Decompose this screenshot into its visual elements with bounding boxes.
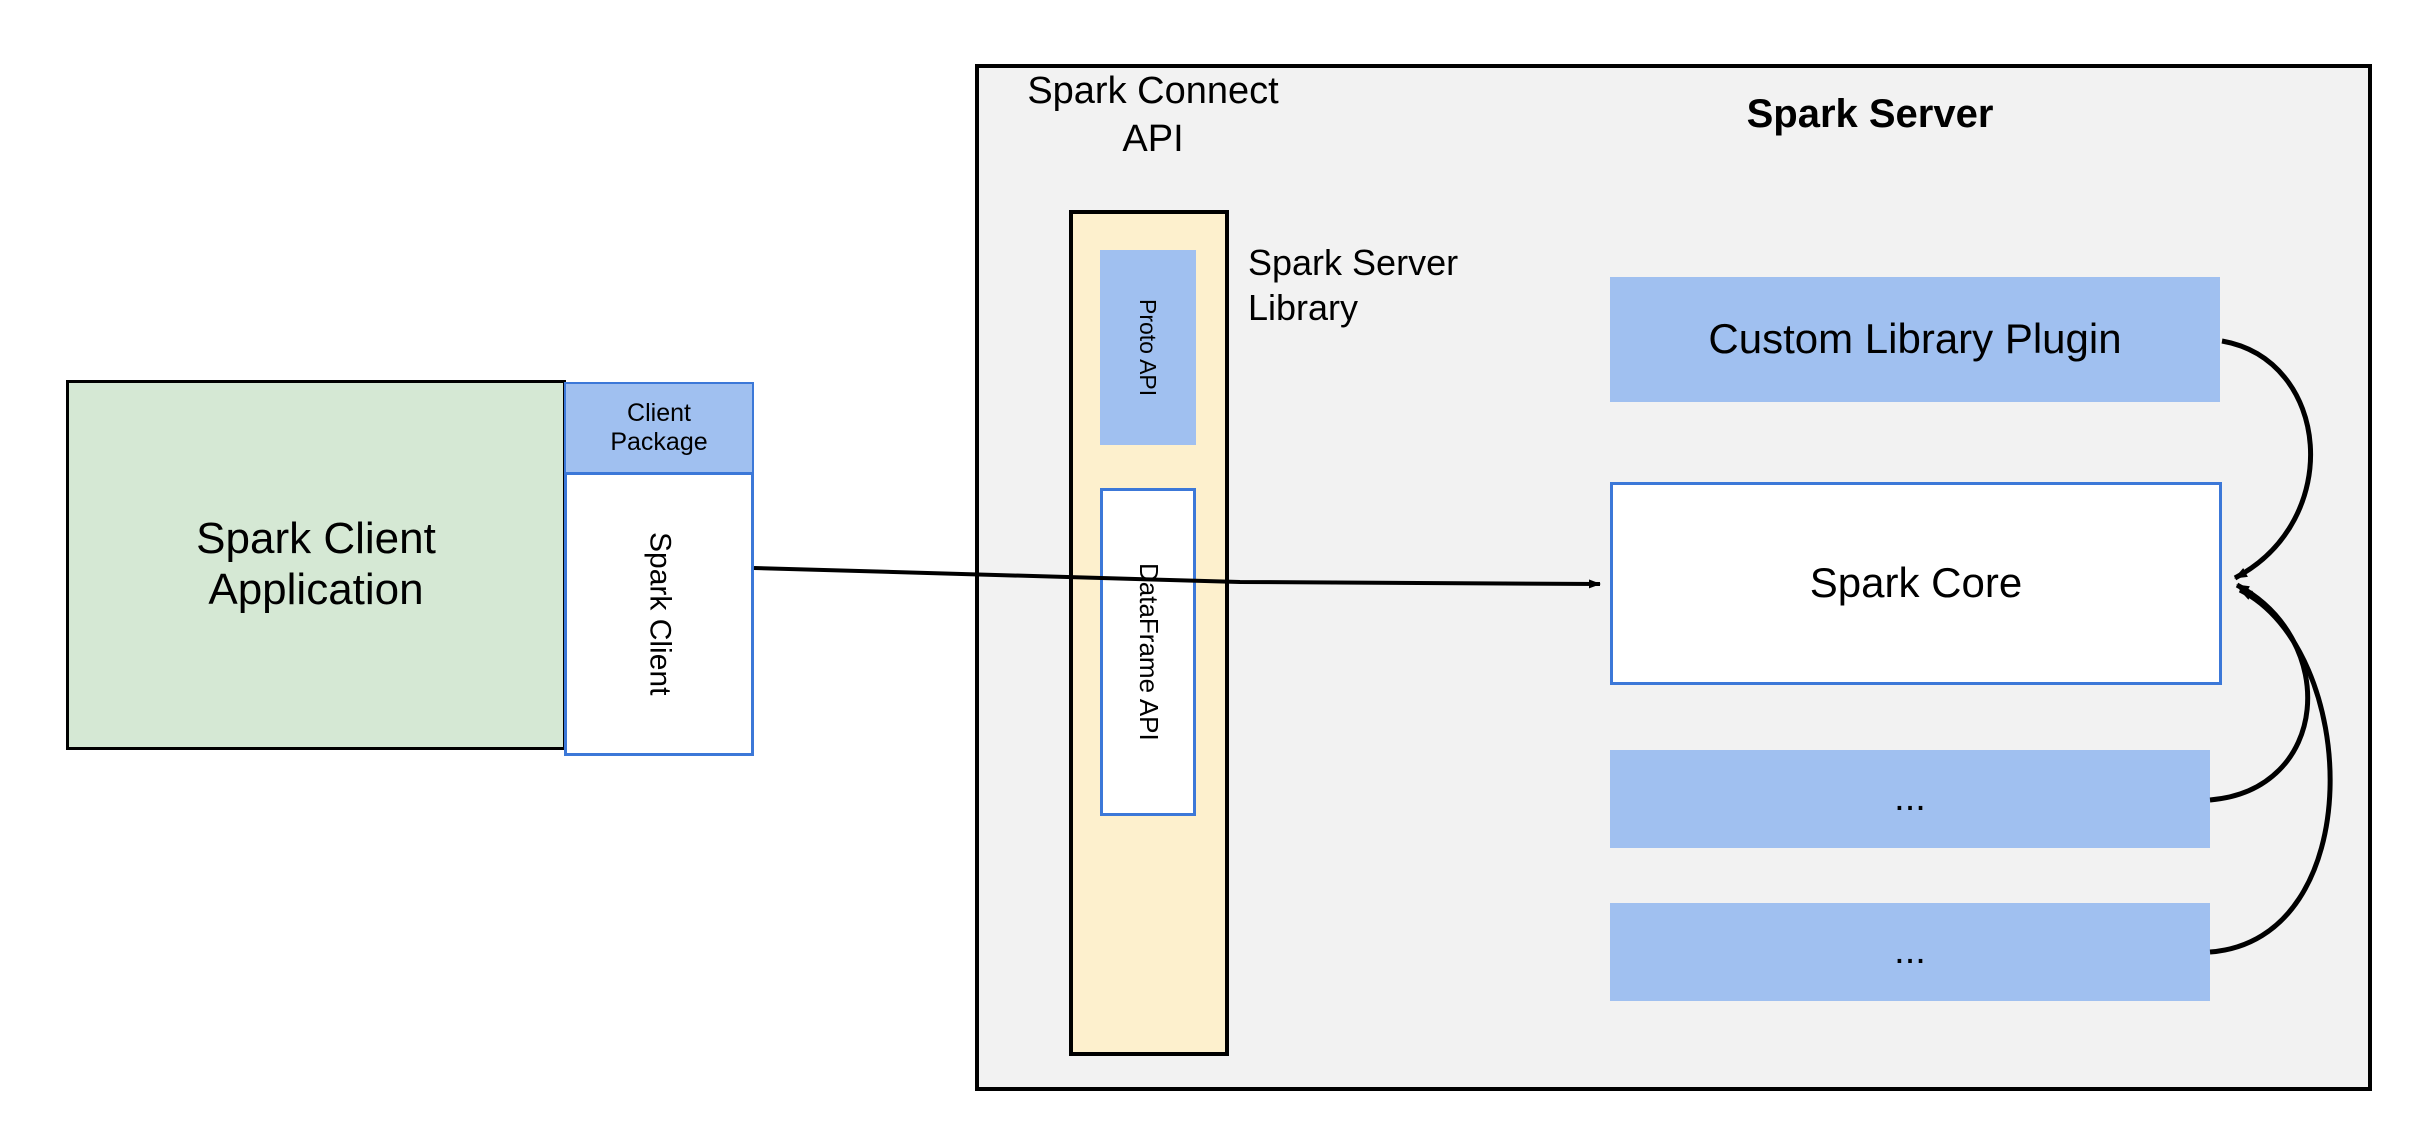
spark-core-label: Spark Core [1809,559,2023,607]
dataframe-api-label: DataFrame API [1133,563,1164,741]
additional-plugin-label-2: ... [1894,930,1926,973]
spark-client-application-box[interactable]: Spark Client Application [66,380,566,750]
spark-server-title: Spark Server [1746,92,1994,136]
spark-server-library-label: Spark Server Library [1248,242,1459,328]
spark-core-box[interactable]: Spark Core [1610,482,2222,685]
spark-client-box[interactable]: Spark Client [564,472,754,756]
proto-api-box[interactable]: Proto API [1100,250,1196,445]
custom-library-plugin-box[interactable]: Custom Library Plugin [1610,277,2220,402]
client-package-label: Client Package [610,399,708,456]
spark-client-label: Spark Client [643,532,677,696]
custom-library-plugin-label: Custom Library Plugin [1708,315,2122,363]
additional-plugin-box-2[interactable]: ... [1610,903,2210,1001]
spark-client-application-label: Spark Client Application [196,514,436,614]
additional-plugin-box-1[interactable]: ... [1610,750,2210,848]
spark-connect-api-label: Spark Connect API [1027,70,1279,160]
additional-plugin-label-1: ... [1894,777,1926,820]
dataframe-api-box[interactable]: DataFrame API [1100,488,1196,816]
client-package-box[interactable]: Client Package [564,382,754,472]
proto-api-label: Proto API [1135,298,1162,397]
